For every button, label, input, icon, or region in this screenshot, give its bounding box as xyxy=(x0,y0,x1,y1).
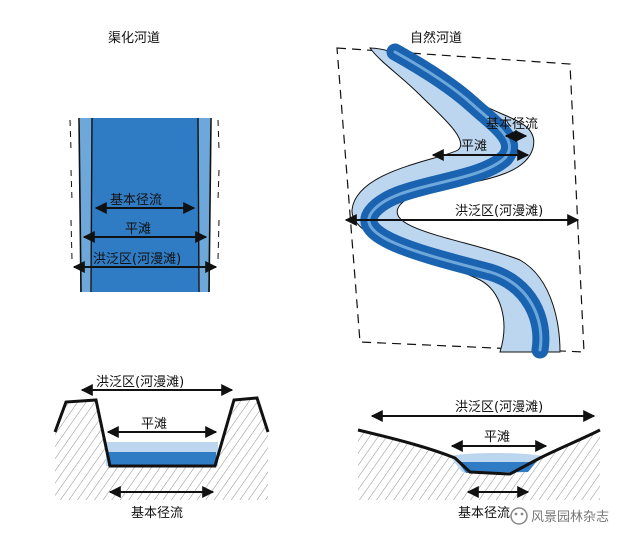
svg-text:平滩: 平滩 xyxy=(125,222,151,237)
natural-section-hatch xyxy=(358,430,600,500)
watermark-logo-icon xyxy=(510,507,528,525)
svg-text:洪泛区(河漫滩): 洪泛区(河漫滩) xyxy=(96,375,184,390)
natural-section-floodzone-measure: 洪泛区(河漫滩) xyxy=(370,400,596,422)
natural-section-base-flow-measure: 基本径流 xyxy=(458,486,530,521)
title-natural-river: 自然河道 xyxy=(410,30,462,46)
svg-text:平滩: 平滩 xyxy=(141,417,167,432)
natural-section-terrace-measure: 平滩 xyxy=(450,430,548,452)
natural-floodzone-measure: 洪泛区(河漫滩) xyxy=(344,204,580,226)
channel-terrace-measure: 平滩 xyxy=(82,222,208,243)
svg-text:洪泛区(河漫滩): 洪泛区(河漫滩) xyxy=(455,400,543,415)
section-floodzone-measure: 洪泛区(河漫滩) xyxy=(80,375,234,396)
natural-terrace-measure: 平滩 xyxy=(431,139,530,161)
channel-floodzone-measure: 洪泛区(河漫滩) xyxy=(72,252,218,273)
natural-cross-section: 洪泛区(河漫滩) 平滩 基本径流 xyxy=(357,400,601,521)
channelized-plan-view: 基本径流 平滩 洪泛区(河漫滩) xyxy=(69,117,220,293)
svg-text:平滩: 平滩 xyxy=(461,139,487,154)
svg-text:洪泛区(河漫滩): 洪泛区(河漫滩) xyxy=(93,252,181,267)
svg-text:基本径流: 基本径流 xyxy=(458,506,510,521)
natural-boundary xyxy=(336,47,585,353)
natural-plan-view: 基本径流 平滩 洪泛区(河漫滩) xyxy=(336,43,585,359)
section-terrace-measure: 平滩 xyxy=(106,417,218,438)
svg-text:基本径流: 基本径流 xyxy=(486,117,538,132)
svg-text:基本径流: 基本径流 xyxy=(110,193,162,208)
channel-section-hatch xyxy=(55,398,268,500)
svg-text:基本径流: 基本径流 xyxy=(131,506,183,521)
channelized-cross-section: 洪泛区(河漫滩) 平滩 基本径流 xyxy=(53,375,270,521)
natural-base-flow-measure: 基本径流 xyxy=(486,117,538,142)
channel-section-water xyxy=(108,452,216,466)
watermark: 风景园林杂志 xyxy=(510,507,609,525)
section-base-flow-measure: 基本径流 xyxy=(108,486,215,521)
title-channelized-river: 渠化河道 xyxy=(108,31,160,46)
svg-text:平滩: 平滩 xyxy=(484,430,510,445)
watermark-text: 风景园林杂志 xyxy=(531,510,609,525)
channel-base-flow-measure: 基本径流 xyxy=(94,193,196,214)
svg-text:洪泛区(河漫滩): 洪泛区(河漫滩) xyxy=(455,204,543,219)
